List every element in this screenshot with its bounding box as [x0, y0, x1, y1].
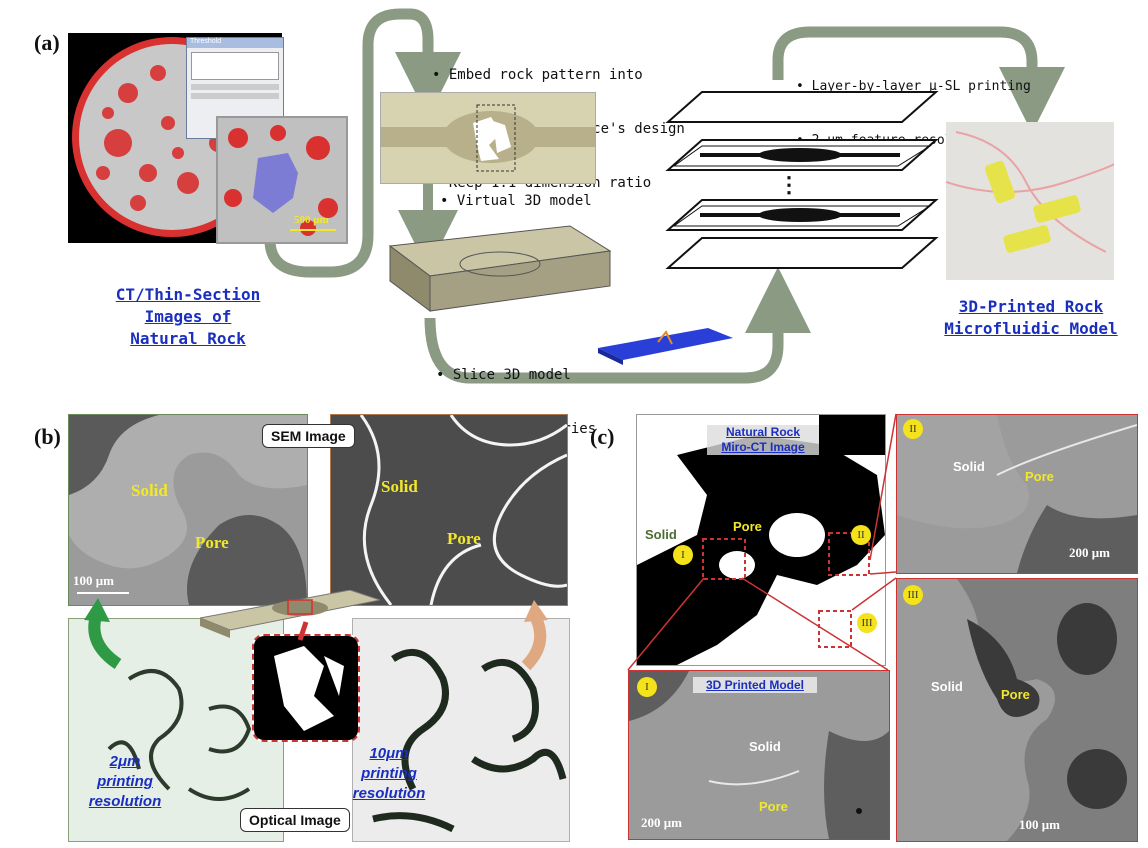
res-left: 2μm printing resolution: [70, 752, 180, 812]
arrow-ct-to-embed: [264, 8, 461, 278]
scale-500: 500 μm: [294, 214, 329, 226]
sem-image-box: SEM Image: [262, 424, 355, 448]
sem-ii-scale: 200 μm: [1069, 545, 1110, 560]
bullet-virtual: • Virtual 3D model: [440, 193, 592, 209]
sem-right-pore: Pore: [447, 529, 481, 548]
printed-title-line: Microfluidic Model: [944, 319, 1118, 338]
optical-right: [352, 618, 570, 842]
ct-title-line: Images of: [144, 307, 232, 326]
res-right-line: printing: [361, 765, 417, 782]
sem-right-solid: Solid: [381, 477, 418, 496]
threshold-title: Threshold: [187, 38, 283, 48]
device-overlay-b: [200, 590, 380, 638]
sem-left-pore: Pore: [195, 533, 229, 552]
sem-iii-pore: Pore: [1001, 687, 1030, 702]
device-design: [380, 92, 596, 184]
slice-image: [588, 318, 738, 368]
micro-solid: Solid: [645, 527, 677, 542]
micro-pore: Pore: [733, 519, 762, 534]
micro-title-line: Miro-CT Image: [721, 440, 805, 454]
sem-iii: III Solid Pore 100 μm: [896, 578, 1138, 842]
printed-model-label: 3D Printed Model: [693, 677, 817, 693]
slider-2: [191, 93, 279, 99]
printed-title-line: 3D-Printed Rock: [958, 297, 1104, 316]
printed-title: 3D-Printed Rock Microfluidic Model: [936, 296, 1126, 340]
sem-iii-scale: 100 μm: [1019, 817, 1060, 832]
sem-i-marker: I: [637, 677, 657, 697]
bullet-line: • Layer-by-layer μ-SL printing: [796, 79, 1031, 94]
res-left-line: printing: [97, 773, 153, 790]
sem-iii-marker: III: [903, 585, 923, 605]
zoom-circle-b: [252, 634, 360, 742]
marker-2: II: [851, 525, 871, 545]
threshold-dialog: Threshold: [186, 37, 284, 139]
histogram: [191, 52, 279, 80]
sem-i-pore: Pore: [759, 799, 788, 814]
sem-iii-solid: Solid: [931, 679, 963, 694]
micro-ct-image: Natural Rock Miro-CT Image Solid Pore I …: [636, 414, 886, 666]
sem-ii-solid: Solid: [953, 459, 985, 474]
res-right-line: 10μm: [369, 745, 409, 762]
ct-zoom-inset: 500 μm: [216, 116, 348, 244]
sem-left-solid: Solid: [131, 481, 168, 500]
panel-c-label: (c): [590, 424, 615, 449]
arrow-slice: [424, 267, 811, 384]
sem-ii: II Solid Pore 200 μm: [896, 414, 1138, 574]
arrow-print: [772, 26, 1065, 133]
bullet-line: • Slice 3D model: [436, 367, 571, 383]
res-right: 10μm printing resolution: [344, 744, 434, 804]
marker-1: I: [673, 545, 693, 565]
sem-right: Solid Pore: [330, 414, 568, 606]
stack-ellipsis: ⋮: [778, 172, 800, 197]
ct-title: CT/Thin-Section Images of Natural Rock: [98, 284, 278, 350]
sem-left-scale: 100 μm: [73, 573, 114, 588]
sem-ii-pore: Pore: [1025, 469, 1054, 484]
res-left-line: 2μm: [109, 753, 141, 770]
panel-a-label: (a): [34, 30, 60, 55]
sem-i: I 3D Printed Model Solid Pore 200 μm: [628, 670, 890, 840]
micro-title-line: Natural Rock: [725, 425, 801, 439]
printed-device-photo: [946, 122, 1114, 280]
slider-1: [191, 84, 279, 90]
res-right-line: resolution: [352, 785, 426, 802]
panel-b-label: (b): [34, 424, 61, 449]
sem-i-scale: 200 μm: [641, 815, 682, 830]
optical-image-box: Optical Image: [240, 808, 350, 832]
virtual-3d-model: [370, 216, 620, 316]
sem-ii-marker: II: [903, 419, 923, 439]
ct-title-line: CT/Thin-Section: [115, 285, 261, 304]
marker-3: III: [857, 613, 877, 633]
sem-i-solid: Solid: [749, 739, 781, 754]
res-left-line: resolution: [88, 793, 162, 810]
micro-ct-title: Natural Rock Miro-CT Image: [707, 425, 819, 455]
bullet-line: • Embed rock pattern into: [432, 67, 643, 83]
ct-title-line: Natural Rock: [130, 329, 246, 348]
